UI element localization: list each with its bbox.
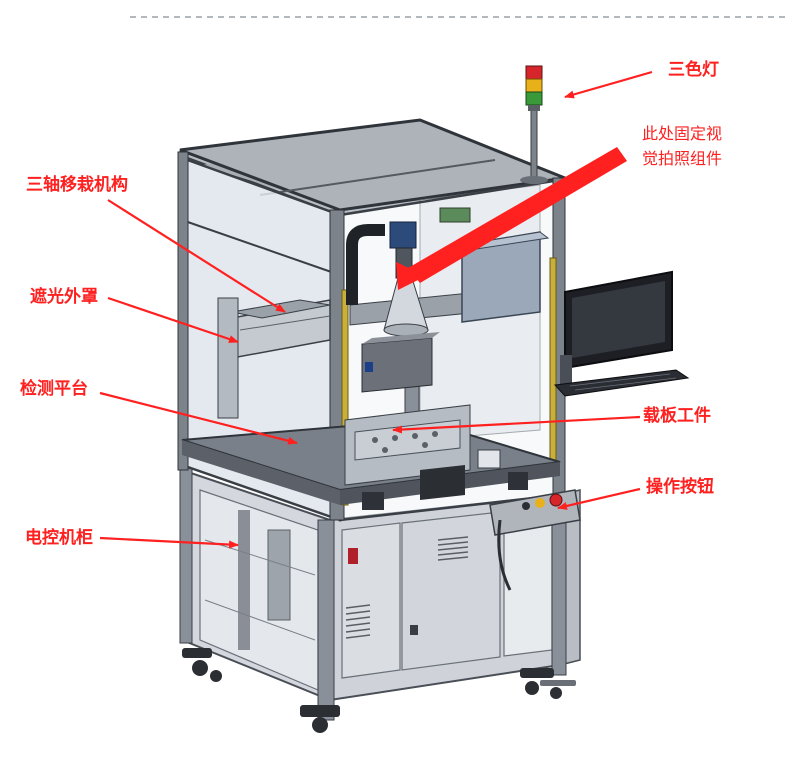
- callout-vision-line2: 觉拍照组件: [642, 149, 723, 168]
- arrow-three-axis: [107, 199, 286, 313]
- arrow-cabinet: [99, 536, 239, 549]
- callout-vision-line1: 此处固定视: [642, 124, 723, 143]
- callout-platform: 检测平台: [20, 379, 88, 399]
- electrical-cabinet: [179, 467, 581, 733]
- callout-cabinet: 电控机柜: [25, 528, 93, 548]
- callout-tower-light: 三色灯: [668, 60, 719, 80]
- callout-carrier: 载板工件: [643, 406, 711, 426]
- arrow-shade: [107, 296, 239, 344]
- annotation-arrows: [99, 70, 653, 549]
- arrow-tower-light: [564, 70, 653, 99]
- tower-light: [520, 65, 548, 184]
- junction-box: [439, 207, 550, 323]
- vent-grille: [345, 536, 469, 639]
- inspection-platform: [181, 404, 561, 510]
- arrow-platform: [99, 391, 298, 445]
- arrow-vision-head: [396, 262, 426, 290]
- monitor-arm: [553, 270, 690, 397]
- operation-button-panel: [489, 489, 581, 591]
- callout-shade: 遮光外罩: [30, 287, 98, 307]
- callout-buttons: 操作按钮: [646, 477, 714, 497]
- callout-three-axis: 三轴移栽机构: [26, 175, 128, 195]
- arrow-vision-thick: [408, 147, 627, 283]
- arrow-carrier: [392, 415, 641, 434]
- caster-wheels: [182, 648, 576, 733]
- arrow-buttons: [557, 487, 641, 510]
